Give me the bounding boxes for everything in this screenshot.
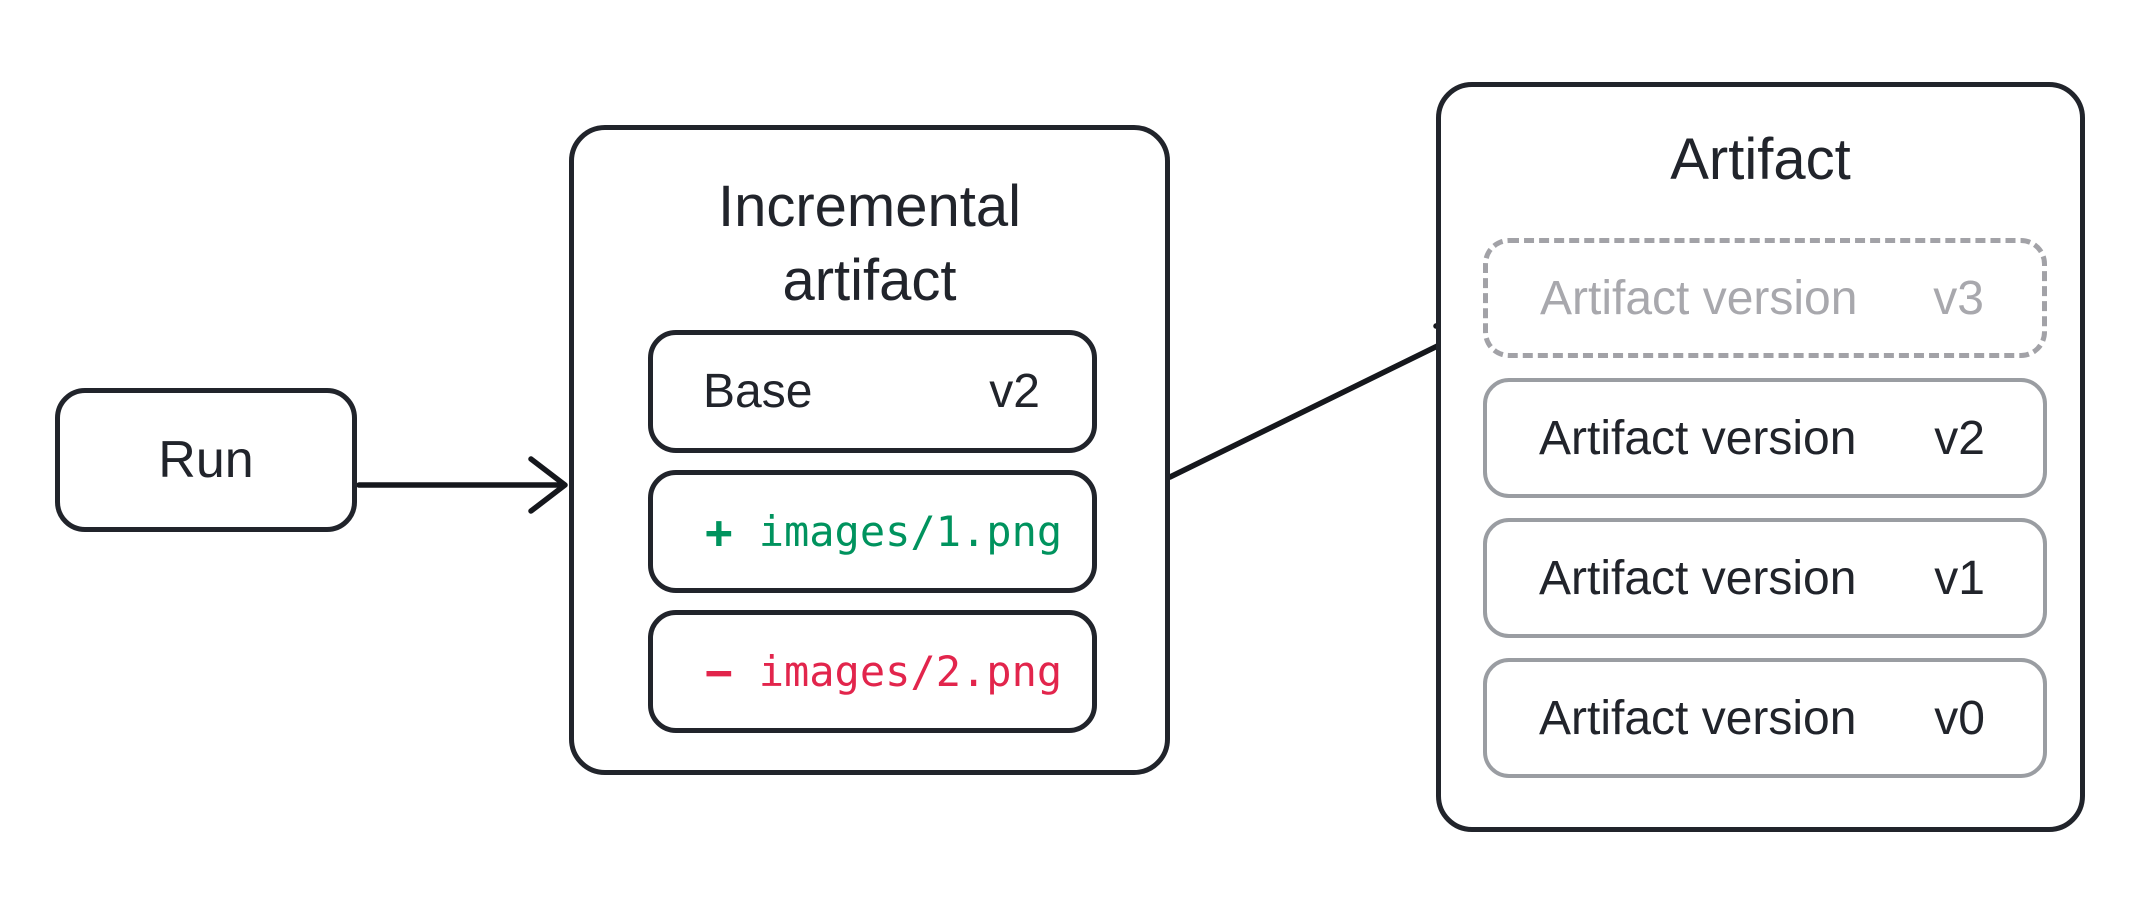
incremental-artifact-title-line1: Incremental — [717, 174, 1022, 239]
arrow-run-to-incremental-artifact — [356, 456, 568, 514]
artifact-version-label: Artifact version — [1539, 411, 1857, 465]
artifact-version-row-v1: Artifact version v1 — [1483, 518, 2047, 638]
artifact-version-label: Artifact version — [1539, 691, 1857, 745]
base-version-row: Base v2 — [648, 330, 1097, 453]
artifact-version-row-v2: Artifact version v2 — [1483, 378, 2047, 498]
plus-sign-icon: + — [705, 504, 733, 559]
arrow-incremental-artifact-to-artifact-v3 — [1167, 323, 1475, 480]
artifact-version-label: Artifact version — [1540, 271, 1858, 325]
artifact-version-number: v3 — [1933, 271, 1984, 325]
artifact-version-number: v1 — [1934, 551, 1985, 605]
artifact-version-number: v0 — [1934, 691, 1985, 745]
incremental-artifact-title-line2: artifact — [782, 248, 957, 313]
base-label: Base — [703, 365, 813, 418]
base-version: v2 — [989, 365, 1040, 418]
run-node: Run — [55, 388, 357, 532]
removed-file-row: − images/2.png — [648, 610, 1097, 733]
run-node-label: Run — [158, 431, 254, 489]
incremental-artifact-node: Incremental artifact Base v2 + images/1.… — [569, 125, 1170, 775]
added-file-row: + images/1.png — [648, 470, 1097, 593]
incremental-artifact-title: Incremental artifact — [574, 170, 1165, 318]
artifact-version-row-v3-pending: Artifact version v3 — [1483, 238, 2047, 358]
removed-file-path: images/2.png — [758, 647, 1063, 696]
artifact-version-label: Artifact version — [1539, 551, 1857, 605]
artifact-version-row-v0: Artifact version v0 — [1483, 658, 2047, 778]
artifact-node: Artifact Artifact version v3 Artifact ve… — [1436, 82, 2085, 832]
minus-sign-icon: − — [705, 644, 733, 699]
artifact-title: Artifact — [1670, 127, 1851, 192]
artifact-version-number: v2 — [1934, 411, 1985, 465]
added-file-path: images/1.png — [758, 507, 1063, 556]
